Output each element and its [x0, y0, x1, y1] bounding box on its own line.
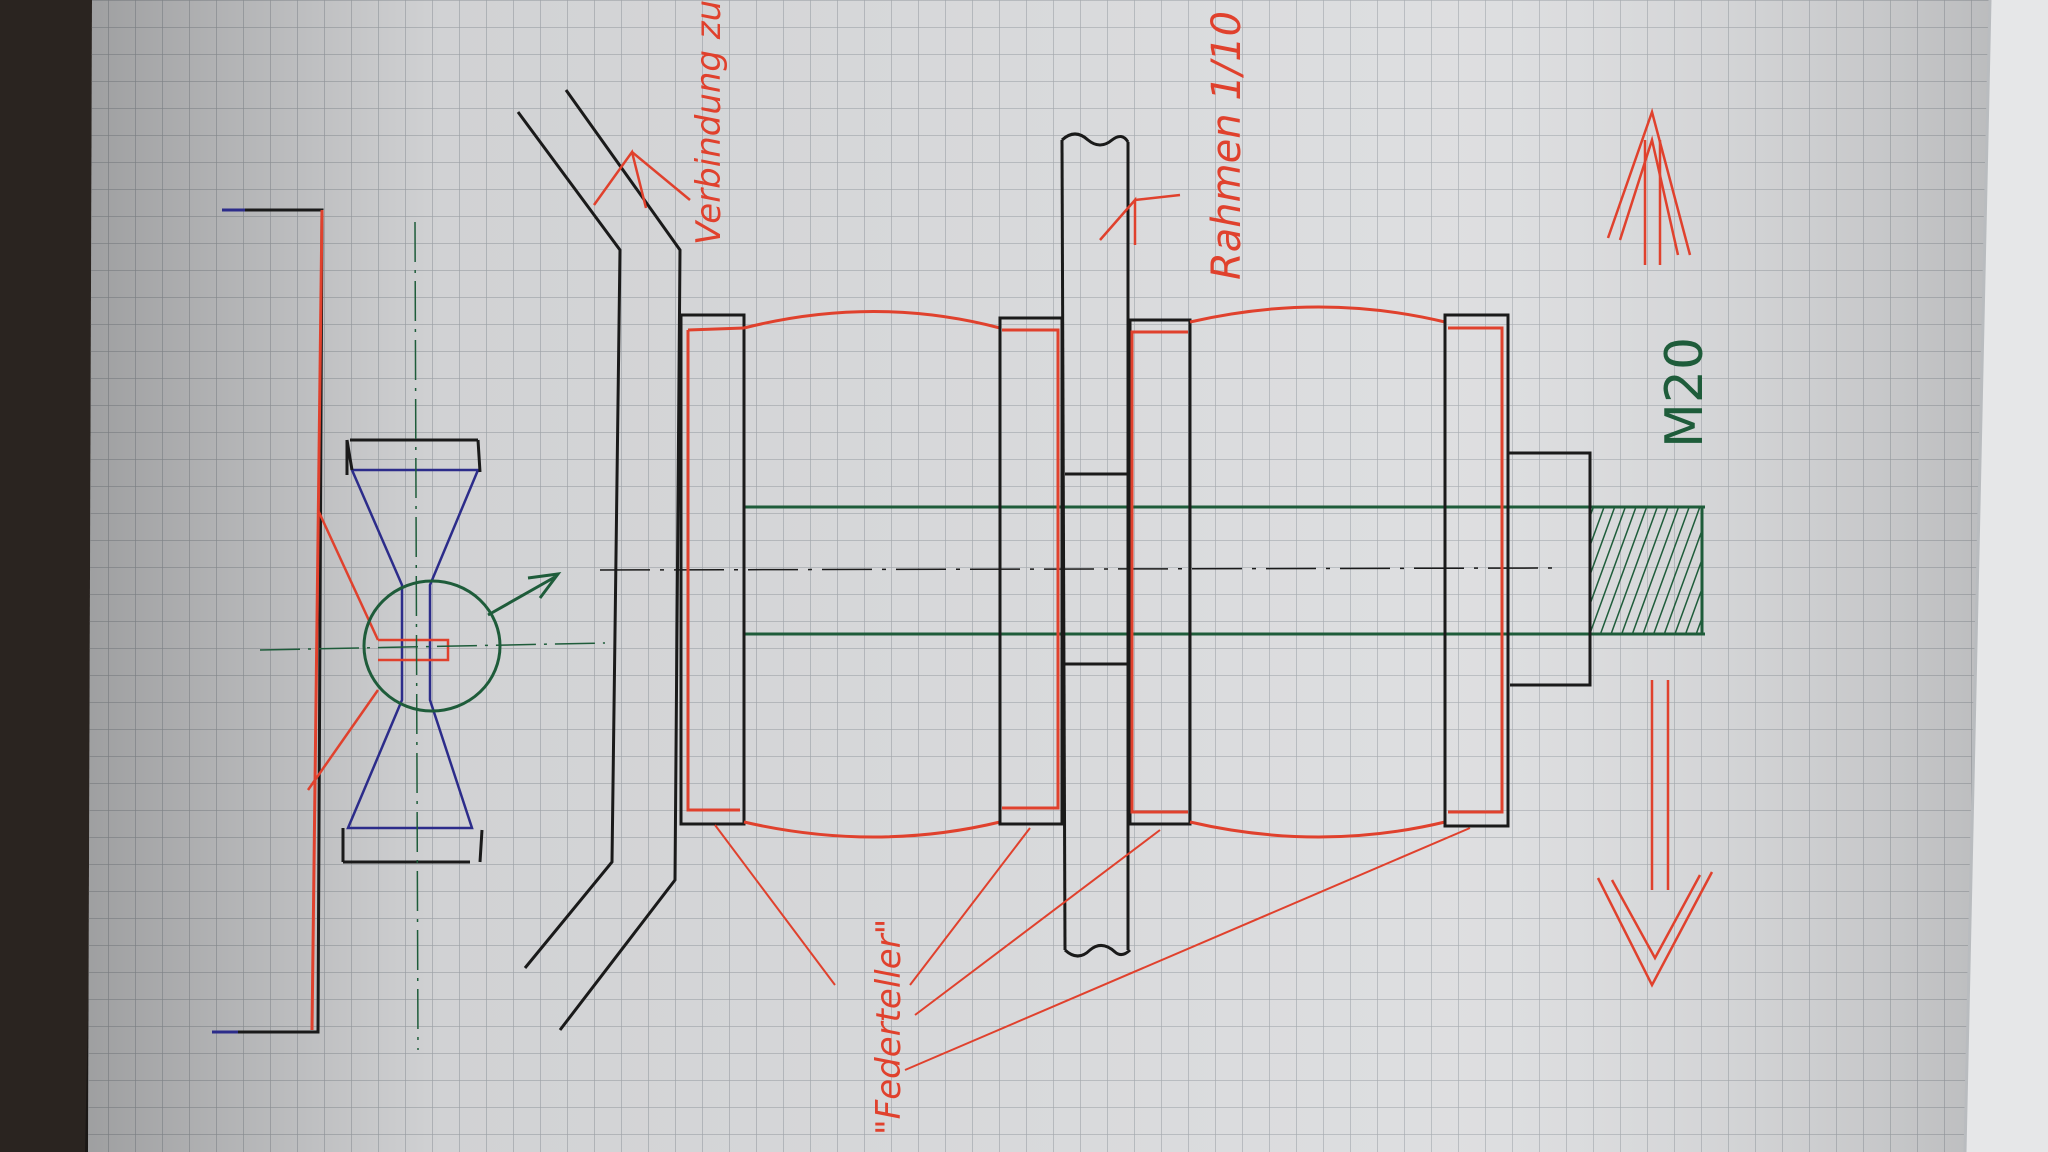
arrow-up-icon — [1606, 107, 1692, 265]
label-thread-size: M20 — [1655, 337, 1715, 448]
label-federteller: "Federteller" — [869, 919, 909, 1135]
thread-section — [1588, 505, 1704, 636]
paper-edge — [1965, 0, 2048, 1152]
beam-pointer — [1099, 193, 1181, 245]
frame-beam — [1060, 132, 1132, 958]
end-view — [212, 208, 606, 1051]
nut — [1508, 451, 1592, 687]
label-verbindung: Verbindung zur Kabine — [689, 0, 729, 245]
rubber-spring-1 — [743, 310, 1001, 839]
spring-plate-3 — [1128, 318, 1192, 826]
rubber-spring-2 — [1189, 305, 1446, 839]
detail-arrow — [487, 572, 562, 617]
spring-plate-2 — [998, 316, 1064, 826]
federteller-leaders — [714, 824, 1471, 1071]
pointer-arrow-icon — [592, 149, 691, 209]
label-rahmen: Rahmen 1/10 Ft — [1204, 0, 1250, 280]
spring-plate-1 — [679, 313, 746, 826]
background-surface — [0, 0, 110, 1152]
arrow-down-icon — [1596, 680, 1714, 988]
detail-circle — [362, 579, 502, 713]
cabin-connection — [516, 89, 682, 1031]
graph-paper — [88, 0, 2048, 1152]
end-view-frame — [212, 208, 324, 1034]
spring-assembly — [599, 132, 1705, 1071]
spring-plate-4 — [1443, 313, 1510, 828]
end-view-spring — [346, 468, 480, 830]
